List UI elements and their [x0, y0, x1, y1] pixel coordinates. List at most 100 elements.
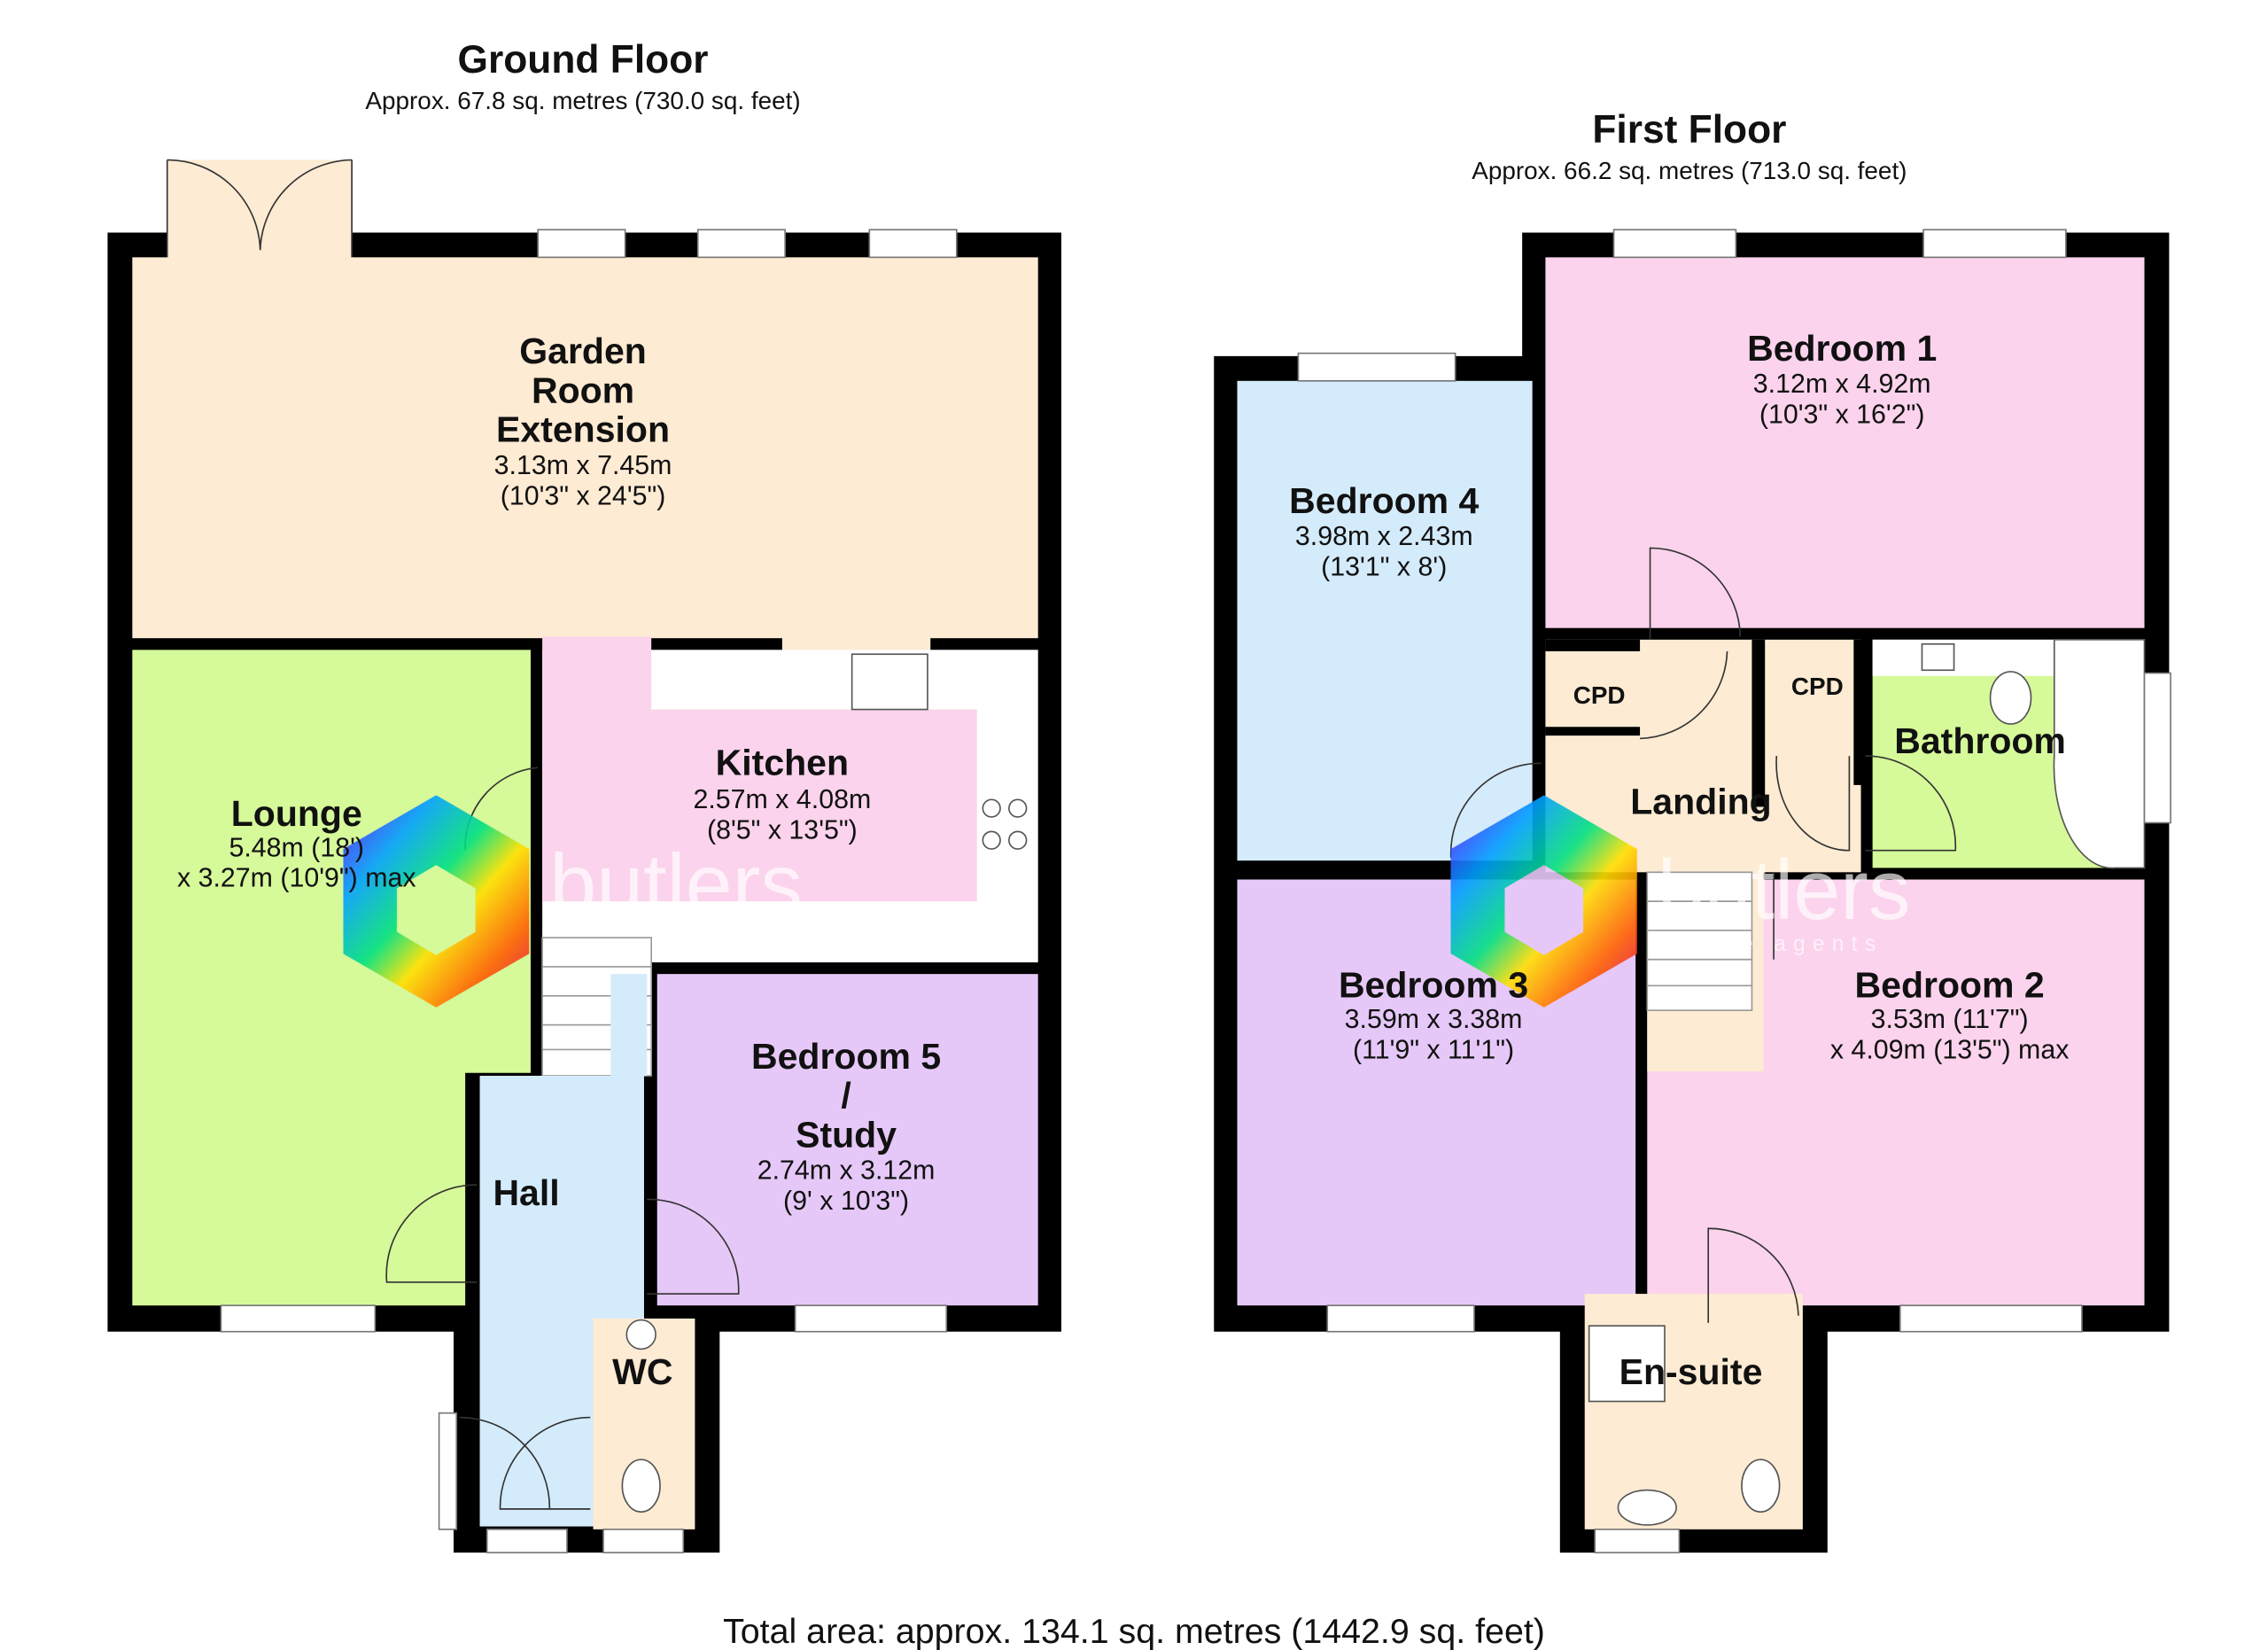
room-bedroom-1: [1545, 257, 2145, 628]
garden-kitchen-opening: [781, 634, 931, 655]
bedroom-5-name: Bedroom 5/Study: [751, 1036, 941, 1156]
shower-icon: [1588, 1325, 1666, 1403]
window: [696, 229, 786, 259]
door-bedroom-1: [1649, 547, 1742, 640]
door-lounge: [385, 1184, 478, 1283]
window: [1297, 352, 1456, 382]
sink-icon: [850, 653, 928, 711]
window: [2143, 672, 2171, 824]
wall: [1853, 639, 1873, 785]
wall: [1545, 639, 1641, 651]
bedroom-3-dims: 3.59m x 3.38m: [1345, 1005, 1523, 1034]
kitchen-dims: 2.57m x 4.08m: [694, 785, 872, 814]
basin-icon: [1617, 1489, 1677, 1526]
window: [794, 1304, 948, 1333]
toilet-icon: [1741, 1459, 1781, 1513]
bedroom-1-dims: 3.12m x 4.92m: [1753, 370, 1931, 399]
first-floor-labels: First Floor Approx. 66.2 sq. metres (713…: [1289, 108, 2069, 1392]
logo-hexagon-inner: [1504, 865, 1584, 955]
bedroom-2-name: Bedroom 2: [1855, 964, 2045, 1005]
window: [868, 229, 958, 259]
bedroom-4-dims-imperial: (13'1" x 8'): [1321, 553, 1447, 582]
stairs: [1646, 871, 1753, 1011]
ground-floor-title: Ground Floor: [458, 38, 709, 82]
door-en-suite: [1707, 1227, 1799, 1323]
lounge-name: Lounge: [231, 793, 362, 834]
bedroom-3-name: Bedroom 3: [1339, 964, 1528, 1005]
bathroom-name: Bathroom: [1894, 720, 2066, 761]
first-floor-area: Approx. 66.2 sq. metres (713.0 sq. feet): [1472, 157, 1907, 184]
hall-upper: [610, 974, 648, 1076]
toilet-icon: [1989, 671, 2032, 725]
front-door-frame: [438, 1412, 458, 1530]
lounge-dims-imperial: x 3.27m (10'9") max: [177, 864, 416, 893]
watermark-tagline: estate agents: [1658, 932, 1883, 956]
logo-hexagon-inner: [397, 865, 476, 955]
french-doors: [166, 159, 353, 260]
toilet-icon: [621, 1459, 661, 1513]
en-suite-name: En-suite: [1619, 1351, 1763, 1392]
first-floor: [1214, 229, 2171, 1553]
ground-floor: [107, 159, 1061, 1553]
bathroom-vanity: [1872, 639, 2054, 676]
window: [220, 1304, 377, 1333]
watermark-brand: butlers: [549, 837, 803, 931]
watermark-brand: butlers: [1658, 844, 1911, 938]
ground-floor-labels: Ground Floor Approx. 67.8 sq. metres (73…: [177, 38, 941, 1392]
basin-icon: [1921, 642, 1955, 672]
window: [537, 229, 626, 259]
bath-icon: [2053, 639, 2146, 869]
window: [602, 1529, 685, 1553]
door-bedroom-4: [1449, 762, 1542, 858]
room-bedroom-5-study: [656, 974, 1038, 1306]
window: [485, 1529, 568, 1553]
wc-name: WC: [612, 1351, 672, 1392]
wall: [1545, 727, 1641, 736]
ground-floor-area: Approx. 67.8 sq. metres (730.0 sq. feet): [365, 87, 800, 114]
door-wc: [499, 1416, 591, 1510]
kitchen-dims-imperial: (8'5" x 13'5"): [707, 816, 858, 845]
room-bedroom-4: [1237, 380, 1533, 861]
landing-name: Landing: [1630, 782, 1771, 822]
bedroom-2-dims-imperial: x 4.09m (13'5") max: [1830, 1035, 2070, 1064]
window: [1922, 229, 2067, 259]
watermark-logo: butlers: [343, 795, 803, 1008]
bedroom-3-dims-imperial: (11'9" x 11'1"): [1353, 1035, 1514, 1064]
room-kitchen: [542, 636, 977, 902]
window: [1326, 1304, 1475, 1333]
hob-icon: [982, 830, 1001, 850]
stair-treads: [542, 966, 652, 1051]
door-bedroom-5: [647, 1198, 740, 1295]
front-door: [459, 1416, 551, 1509]
watermark-logo: butlers estate agents: [1450, 795, 1911, 1008]
first-floor-title: First Floor: [1592, 108, 1786, 152]
window: [1594, 1529, 1681, 1553]
bedroom-5-dims-imperial: (9' x 10'3"): [783, 1187, 909, 1216]
hall-name: Hall: [493, 1172, 559, 1213]
wall: [1751, 639, 1766, 807]
bedroom-1-name: Bedroom 1: [1747, 328, 1937, 369]
bedroom-1-dims-imperial: (10'3" x 16'2"): [1759, 400, 1925, 429]
kitchen-name: Kitchen: [716, 742, 849, 782]
door-bathroom: [1865, 755, 1957, 852]
hob-icon: [1008, 798, 1028, 818]
hob-icon: [982, 798, 1001, 818]
room-garden-room: [132, 257, 1038, 639]
hob-icon: [1008, 830, 1028, 850]
basin-icon: [625, 1319, 656, 1350]
bedroom-4-name: Bedroom 4: [1289, 480, 1479, 521]
window: [1899, 1304, 2083, 1333]
bedroom-4-dims: 3.98m x 2.43m: [1295, 522, 1473, 551]
window: [1612, 229, 1737, 259]
garden-room-dims-imperial: (10'3" x 24'5"): [501, 481, 666, 510]
bedroom-5-dims: 2.74m x 3.12m: [757, 1156, 936, 1185]
door-cpd-right: [1775, 756, 1851, 852]
cpd-right-name: CPD: [1791, 673, 1844, 700]
cpd-left-name: CPD: [1573, 681, 1626, 709]
total-area: Total area: approx. 134.1 sq. metres (14…: [723, 1612, 1545, 1650]
door-cpd-left: [1640, 650, 1728, 740]
stair-treads: [1647, 900, 1752, 987]
bedroom-2-dims: 3.53m (11'7"): [1871, 1005, 2029, 1034]
